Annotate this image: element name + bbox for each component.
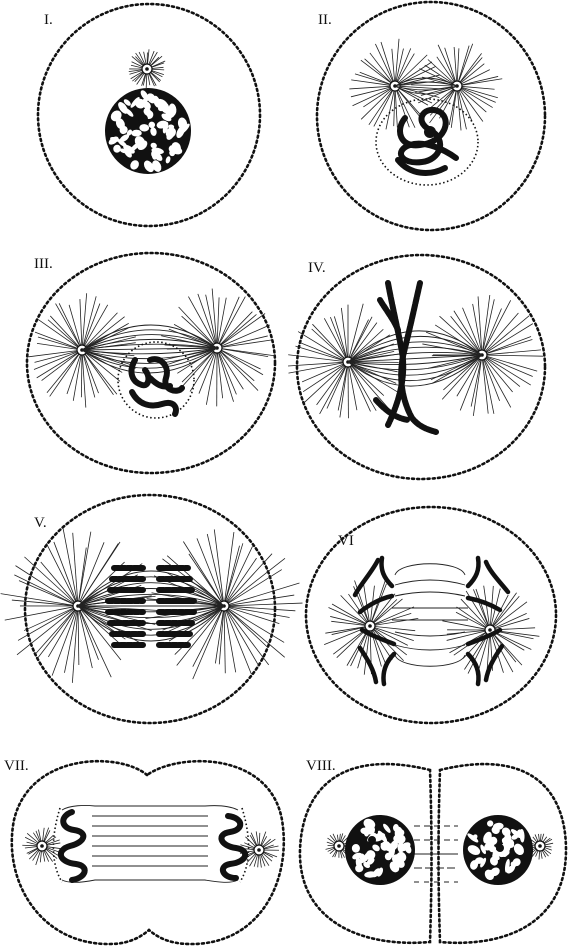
chromosomes <box>131 359 182 414</box>
centriole <box>538 844 542 848</box>
centrosome-aster <box>324 579 418 674</box>
stage-7: VII. <box>4 758 284 944</box>
residual-spindle <box>414 826 458 882</box>
stage-label-8: VIII. <box>306 758 336 774</box>
spindle-fibers <box>82 325 217 373</box>
daughter-nucleus-left <box>345 815 415 885</box>
metaphase-plate-chromosomes <box>108 568 194 645</box>
centriole <box>257 848 261 852</box>
stage-4: IV. <box>288 255 545 479</box>
spindle-fibers <box>62 805 238 882</box>
stage-label-5: V. <box>34 515 47 531</box>
daughter-chromatin-right <box>221 808 248 882</box>
stage-5: V. <box>1 495 303 723</box>
nucleus <box>105 88 191 174</box>
cell-membrane <box>306 507 556 723</box>
centrosome-aster <box>349 39 441 130</box>
spindle-fibers <box>392 564 468 667</box>
nucleolus <box>138 114 148 124</box>
stage-6: VI <box>306 507 556 723</box>
centrosome-aster <box>422 295 543 416</box>
stage-1: I. <box>38 4 260 226</box>
centrosome-aster <box>288 304 406 419</box>
daughter-chromatin-left <box>53 808 84 882</box>
centrosome-aster <box>145 529 302 679</box>
stage-2: II. <box>317 2 545 230</box>
stage-label-2: II. <box>318 12 332 28</box>
centriole <box>488 628 492 632</box>
nucleolus <box>496 844 504 852</box>
stage-8: VIII. <box>300 758 566 943</box>
nucleolus <box>424 126 436 138</box>
centrosome-aster <box>129 49 165 88</box>
chromosomes <box>355 558 508 684</box>
centriole <box>368 624 372 628</box>
daughter-nucleus-right <box>463 815 533 885</box>
stage-label-4: IV. <box>308 260 326 276</box>
stage-label-3: III. <box>34 256 53 272</box>
stage-3: III. <box>27 253 275 473</box>
centriole <box>145 67 149 71</box>
stage-label-1: I. <box>44 12 53 28</box>
centriole <box>40 844 44 848</box>
centriole <box>337 844 341 848</box>
stage-label-7: VII. <box>4 758 29 774</box>
cell-membrane <box>317 2 545 230</box>
nucleolus <box>368 836 376 844</box>
chromosomes <box>398 110 456 173</box>
